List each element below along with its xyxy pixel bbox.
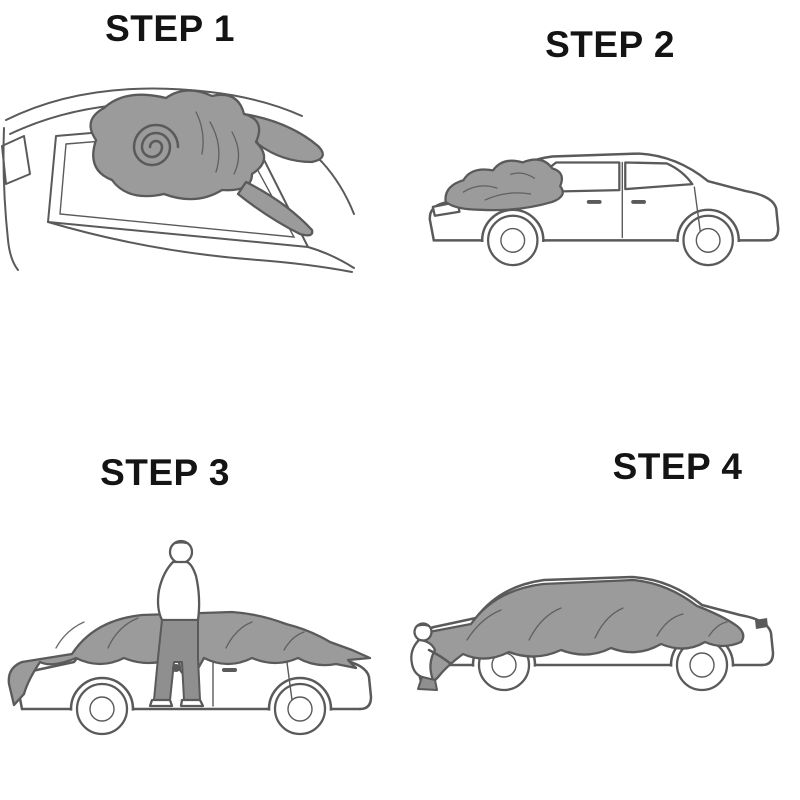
step-4-panel: STEP 4 xyxy=(405,446,800,700)
cover-spiral xyxy=(132,123,180,167)
step-4-illustration covered-car-icon xyxy=(408,575,792,700)
step-1-panel: STEP 1 xyxy=(0,8,355,284)
person-legs xyxy=(153,619,201,701)
cover-bundle-on-hood xyxy=(444,158,564,212)
step-4-label: STEP 4 xyxy=(612,446,743,487)
step-3-illustration person-spreading-cover-icon xyxy=(6,539,390,750)
person-legs xyxy=(417,676,438,691)
person-head xyxy=(413,622,433,642)
step-2-label: STEP 2 xyxy=(545,24,675,65)
person-hair xyxy=(415,624,431,628)
crouching-person-figure xyxy=(410,622,453,691)
door-handle xyxy=(586,199,602,204)
step-3-panel: STEP 3 xyxy=(0,452,400,750)
step-2-panel: STEP 2 xyxy=(420,24,800,282)
taillight xyxy=(755,618,768,629)
person-figure xyxy=(148,539,205,708)
rolled-cover xyxy=(89,89,324,237)
person-hair xyxy=(170,540,192,546)
person-shoe xyxy=(148,698,174,708)
person-shoe xyxy=(179,698,205,708)
step-1-label: STEP 1 xyxy=(105,8,235,49)
person-hand xyxy=(172,664,180,672)
step-3-label: STEP 3 xyxy=(100,452,230,493)
person-arm xyxy=(427,648,453,666)
door-handle xyxy=(631,199,646,204)
step-2-illustration cover-on-hood-icon xyxy=(420,152,795,282)
car-cover-full xyxy=(413,578,745,685)
person-torso xyxy=(156,560,201,622)
step-1-illustration rolled-cover-on-rear-deck-icon xyxy=(1,87,355,273)
